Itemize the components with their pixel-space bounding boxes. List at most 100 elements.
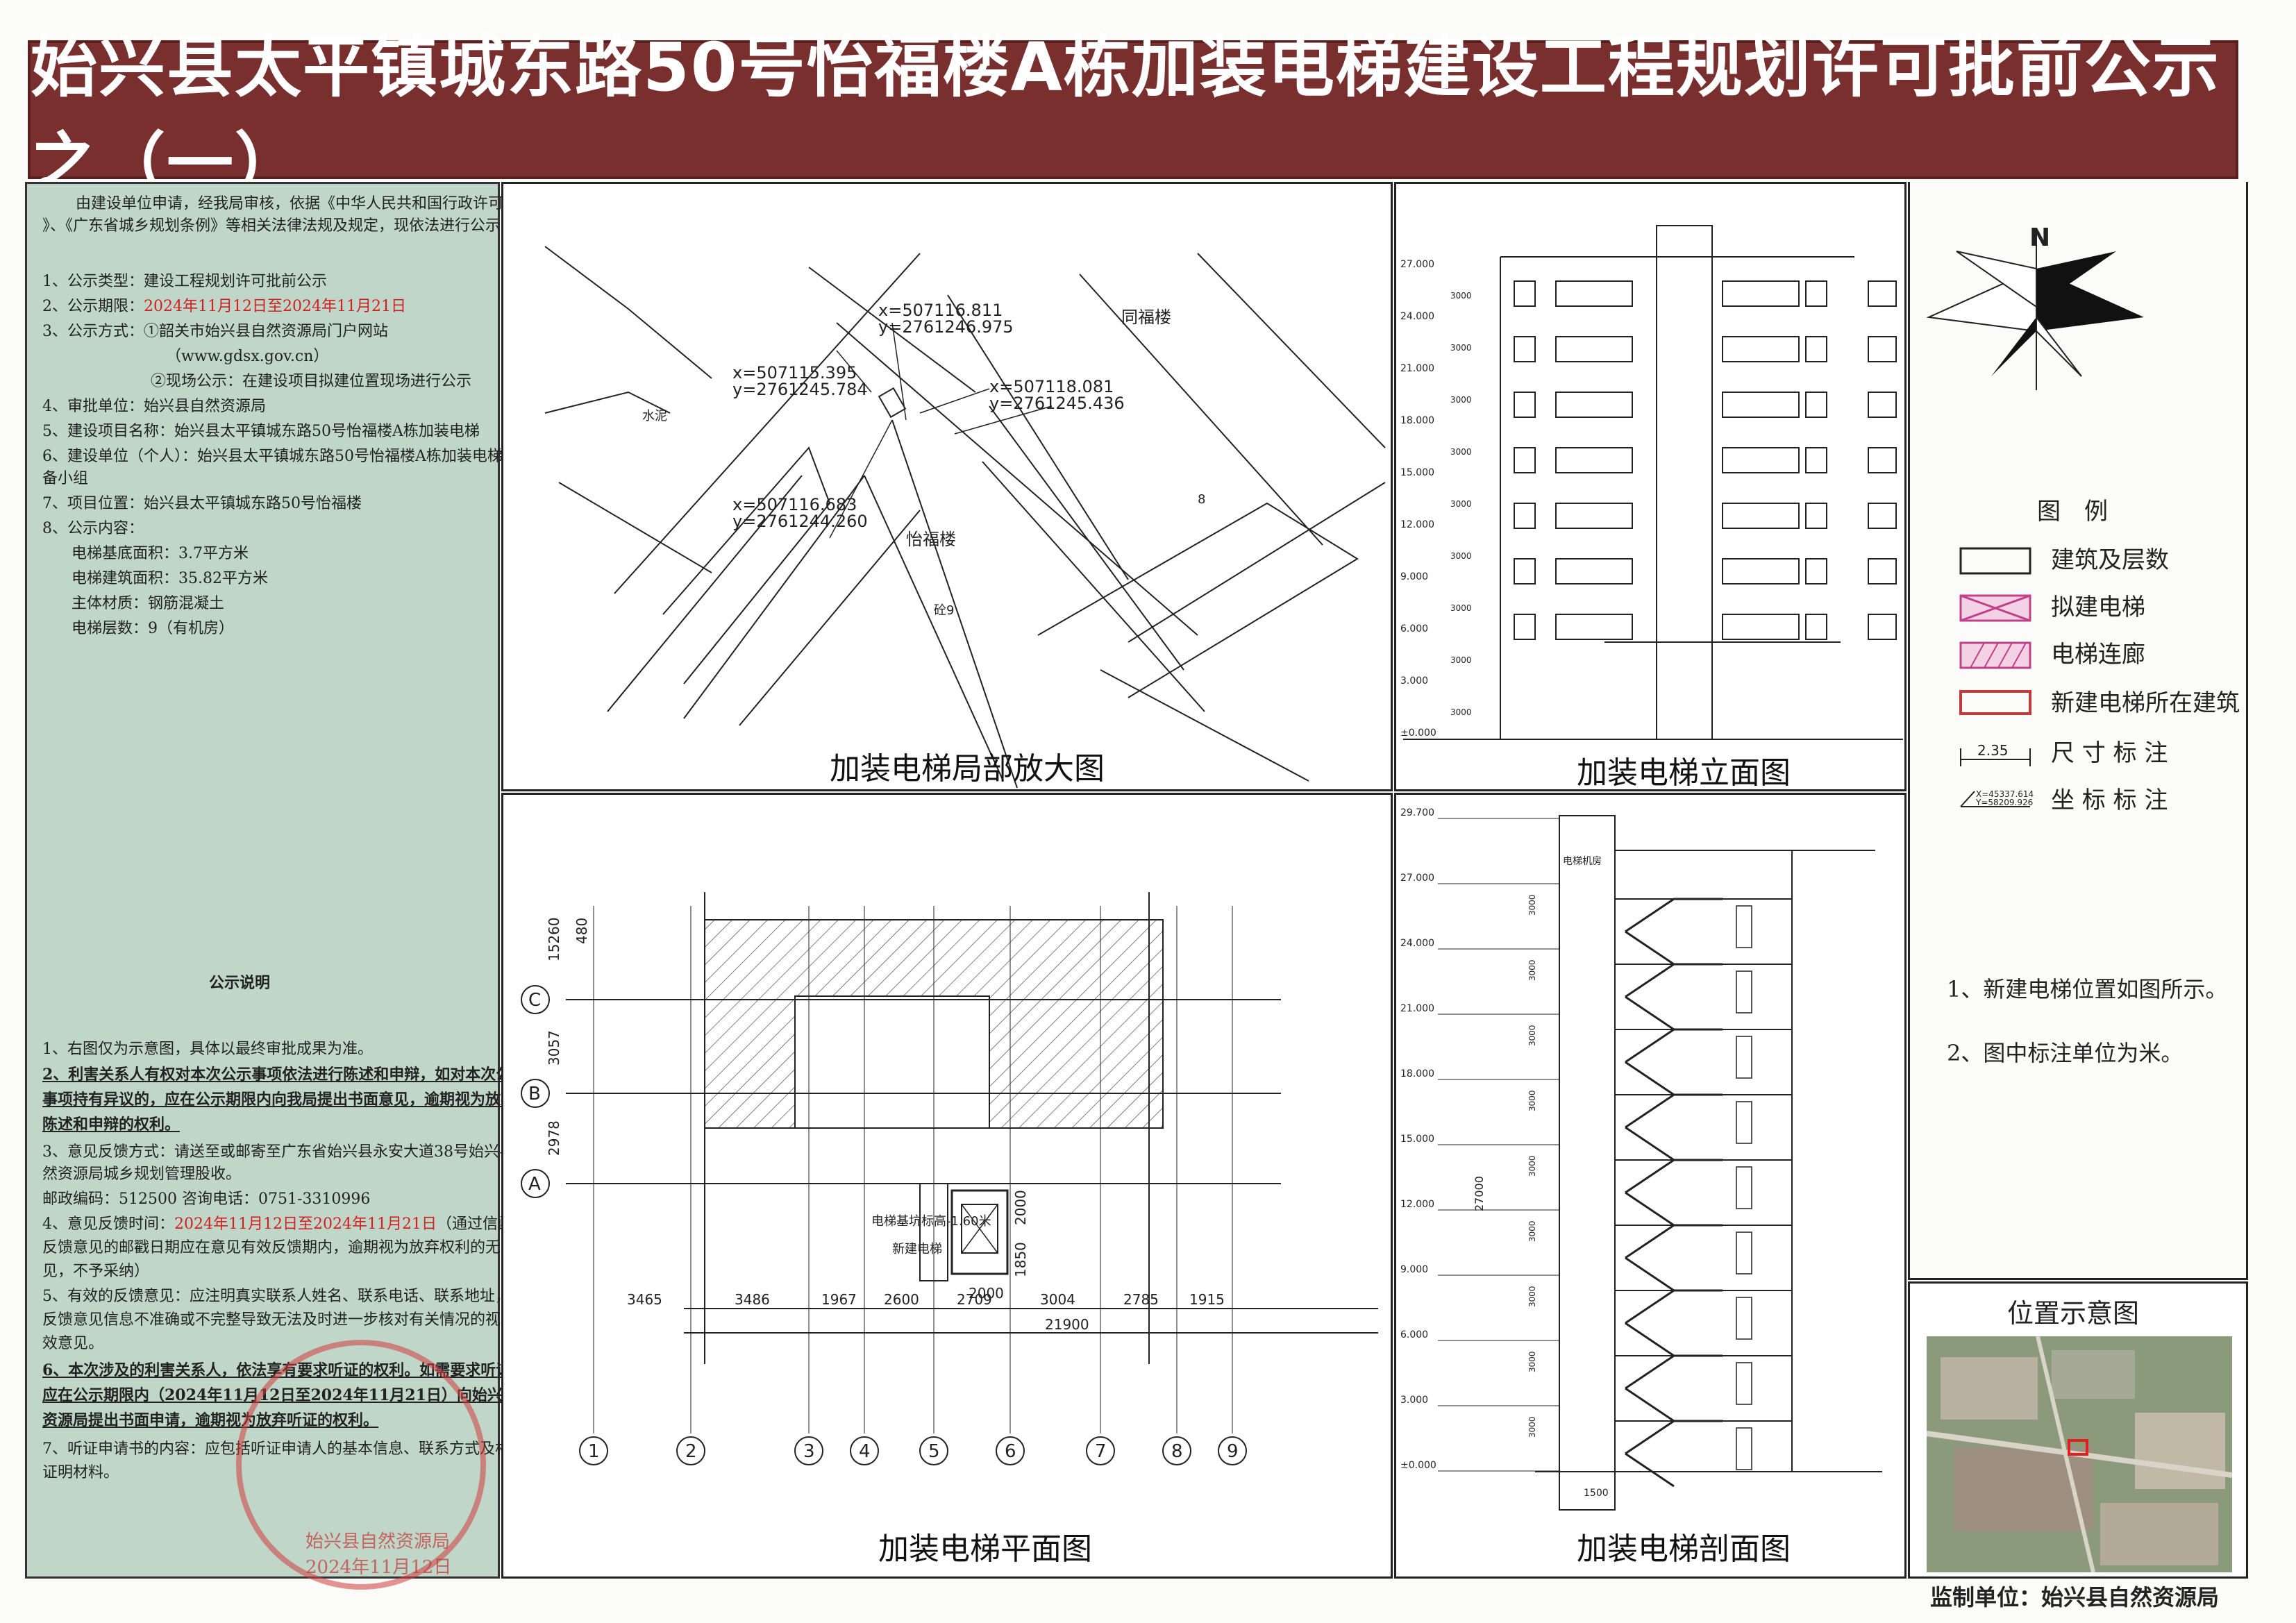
dim-small: 480 [573, 918, 590, 944]
elevation-level-label: 15.000 [1400, 467, 1434, 478]
plan-col-label: 9 [1227, 1441, 1239, 1462]
item-content: 8、公示内容： [42, 520, 144, 537]
location-panel: 位置示意图 [1908, 1281, 2248, 1579]
plan-col-bubble [919, 1436, 948, 1465]
elevation-window [1805, 280, 1827, 307]
stair-flight [1625, 1061, 1675, 1096]
elevator-width: 2000 [969, 1285, 1004, 1302]
official-seal [236, 1340, 486, 1590]
coord-3x: x=507118.081 [989, 377, 1114, 396]
item-onsite: ②现场公示：在建设项目拟建位置现场进行公示 [151, 373, 472, 390]
plan-dim-label: 2709 [957, 1291, 992, 1308]
north-label: N [2029, 224, 2050, 252]
plan-col-label: 8 [1171, 1441, 1183, 1462]
coord-1y: y=2761246.975 [878, 317, 1014, 337]
section-total: 27000 [1473, 1176, 1486, 1211]
elevation-window [1805, 336, 1827, 362]
note-3b: 然资源局城乡规划管理股收。 [42, 1166, 242, 1183]
plan-row-label: C [528, 990, 541, 1011]
elevation-window [1722, 280, 1800, 307]
section-door [1736, 1427, 1752, 1470]
section-door [1736, 1297, 1752, 1340]
elevation-window [1514, 503, 1536, 529]
section-door [1736, 970, 1752, 1014]
elevation-window [1555, 336, 1633, 362]
section-dim-label: 3000 [1527, 959, 1537, 981]
elevation-window [1868, 558, 1897, 585]
section-dim-label: 3000 [1527, 1090, 1537, 1111]
label-concrete: 砼9 [934, 603, 954, 618]
plan-row-axes: CBA [521, 985, 550, 1198]
section-door [1736, 1036, 1752, 1079]
note-2c: 陈述和申辩的权利。 [42, 1116, 181, 1134]
note-4-period: 2024年11月12日至2024年11月21日 [174, 1216, 437, 1233]
plan-col-bubble [996, 1436, 1025, 1465]
legend-panel: N 图 例 建筑及层数 拟建电梯 电梯连廊 新建电梯所在建筑 2.35 尺 寸 … [1908, 182, 2248, 1280]
section-level-label: 3.000 [1400, 1395, 1428, 1406]
aerial-map-image [1927, 1336, 2232, 1572]
plan-dim-label: 2785 [1123, 1291, 1159, 1308]
stair-flight [1625, 995, 1675, 1031]
legend-coord-y: Y=58209.926 [1975, 798, 2033, 807]
section-level-label: ±0.000 [1400, 1460, 1436, 1471]
note-right-1: 1、新建电梯位置如图所示。 [1947, 976, 2228, 1002]
plan-col-label: 4 [859, 1441, 871, 1462]
elevation-level-label: 6.000 [1400, 623, 1428, 634]
item-period-value: 2024年11月12日至2024年11月21日 [144, 298, 406, 315]
plan-row-label: B [528, 1084, 541, 1104]
elevation-window [1722, 503, 1800, 529]
item-authority: 4、审批单位：始兴县自然资源局 [42, 398, 266, 415]
item-applicant: 6、建设单位（个人）：始兴县太平镇城东路50号怡福楼A栋加装电梯筹 [42, 448, 518, 465]
elevation-window [1514, 447, 1536, 473]
stair-flight [1625, 1289, 1723, 1325]
elevation-dim-label: 3000 [1450, 291, 1472, 301]
left-dim-2: 3057 [546, 1030, 562, 1066]
elevation-windows [1514, 280, 1897, 640]
stair-flight [1625, 898, 1723, 933]
note-4a: 4、意见反馈时间：2024年11月12日至2024年11月21日（通过信函方式 [42, 1214, 544, 1235]
plan-col-label: 5 [928, 1441, 940, 1462]
stair-flight [1625, 1452, 1675, 1488]
elevation-window [1868, 503, 1897, 529]
new-elevator-plan [950, 1189, 1009, 1275]
section-dim-label: 3000 [1527, 1351, 1537, 1372]
elevation-window [1722, 392, 1800, 418]
elevation-dim-label: 3000 [1450, 499, 1472, 509]
machine-room: 电梯机房 [1563, 856, 1602, 867]
note-5a: 5、有效的反馈意见：应注明真实联系人姓名、联系电话、联系地址，如 [42, 1288, 526, 1305]
elevation-window [1555, 447, 1633, 473]
stair-flight [1625, 1159, 1723, 1194]
elevation-dim-label: 3000 [1450, 447, 1472, 457]
item-period-label: 2、公示期限： [42, 298, 144, 315]
plan-dim-label: 3004 [1040, 1291, 1075, 1308]
section-pit: 1500 [1584, 1488, 1609, 1499]
section-level-label: 24.000 [1400, 938, 1434, 949]
section-door [1736, 1362, 1752, 1405]
elevation-window [1555, 392, 1633, 418]
plan-col-bubble [579, 1436, 608, 1465]
right-dim-2: 1850 [1012, 1242, 1029, 1277]
elevation-level-label: 18.000 [1400, 415, 1434, 426]
label-eight: 8 [1198, 492, 1205, 507]
elevation-window [1868, 280, 1897, 307]
new-elevator-label: 新建电梯 [892, 1242, 942, 1256]
plan-dim-label: 3486 [735, 1291, 770, 1308]
elevation-window [1805, 503, 1827, 529]
legend-dim: 尺 寸 标 注 [2051, 739, 2168, 767]
plan-col-bubble [850, 1436, 879, 1465]
seal-org: 始兴县自然资源局 [305, 1531, 451, 1552]
elevation-level-label: 24.000 [1400, 311, 1434, 322]
left-dim-1: 15260 [546, 917, 562, 961]
legend-coord-x: X=45337.614 [1976, 789, 2034, 799]
elevation-dim-label: 3000 [1450, 603, 1472, 613]
plan-total: 21900 [1045, 1316, 1089, 1333]
item-floor-area: 电梯建筑面积：35.82平方米 [72, 570, 268, 587]
section-dim-label: 3000 [1527, 1025, 1537, 1046]
elevation-window [1868, 392, 1897, 418]
section-door [1736, 1231, 1752, 1275]
